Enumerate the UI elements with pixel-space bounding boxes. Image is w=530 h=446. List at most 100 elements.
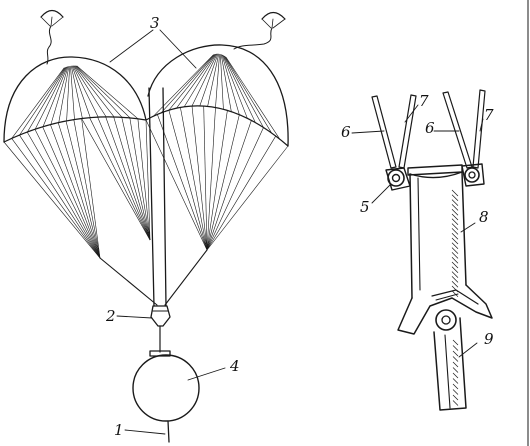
canopy-gore-seam: [34, 66, 67, 130]
hatch-mark: [451, 194, 459, 202]
callout-4: 4: [229, 357, 240, 375]
canopy-gore-seam: [70, 65, 83, 119]
hatch-mark: [452, 350, 459, 357]
callout-7-left: 7: [419, 92, 429, 110]
suspension-line: [97, 117, 151, 241]
hatch-mark: [452, 378, 459, 384]
suspension-line: [89, 117, 151, 241]
canopy-gore-seam: [74, 65, 115, 118]
hatch-mark: [451, 218, 459, 226]
connector-link: [150, 305, 171, 353]
suspension-lines-middle: [81, 116, 151, 241]
hatch-mark: [451, 189, 459, 197]
pilot-chute-right: [233, 11, 286, 50]
canopy-gore-seam: [73, 65, 107, 118]
suspension-line: [42, 126, 101, 259]
callout-9: 9: [484, 330, 494, 348]
canopy-gore-seam: [160, 54, 215, 114]
suspension-line: [145, 119, 151, 241]
canopy-gore-seam: [50, 66, 69, 125]
suspension-line: [73, 119, 101, 259]
canopy-left-gores: [11, 65, 139, 139]
eye-bolt-right: [461, 163, 485, 187]
hatch-mark: [451, 204, 459, 211]
canopy-gore-seam: [176, 53, 216, 109]
callout-5: 5: [360, 198, 370, 216]
canopy-gore-seam: [223, 55, 256, 123]
suspension-line: [206, 127, 264, 251]
hatch-mark: [452, 394, 459, 401]
hatch-mark: [451, 208, 459, 216]
hatch-mark: [451, 256, 459, 264]
canopy-gore-seam: [58, 66, 70, 123]
cylinder-body: [397, 171, 493, 335]
eye-bolt-left: [385, 167, 411, 191]
suspension-line: [206, 120, 252, 251]
suspension-line: [203, 106, 208, 251]
canopy-gore-seam: [19, 67, 66, 136]
suspension-line: [121, 117, 151, 241]
suspension-line: [157, 114, 208, 251]
suspension-line: [113, 116, 151, 241]
hatch-mark: [451, 232, 459, 240]
hatch-mark: [451, 242, 459, 250]
suspension-lines-right: [145, 105, 289, 251]
callout-3: 3: [150, 14, 160, 32]
hatch-mark: [452, 356, 459, 362]
hatch-mark: [452, 367, 459, 373]
hatch-mark: [452, 339, 459, 346]
suspension-line: [3, 141, 101, 259]
callout-6-right: 6: [425, 119, 435, 137]
strap-pair-right: [442, 89, 486, 169]
canopy-gore-seam: [168, 54, 216, 111]
suspension-line: [206, 135, 276, 251]
suspension-line: [206, 114, 240, 251]
canopy-right: [145, 44, 289, 147]
suspension-line: [206, 110, 228, 251]
hatch-mark: [451, 237, 459, 245]
suspension-line: [137, 118, 151, 241]
canopy-gore-seam: [207, 53, 220, 107]
hatch-mark: [452, 383, 459, 390]
hatch-mark: [451, 266, 459, 274]
hatch-mark: [452, 361, 459, 368]
suspension-line: [206, 145, 289, 251]
canopy-gore-seam: [76, 65, 139, 120]
suspension-line: [81, 118, 151, 241]
suspension-line: [19, 134, 101, 259]
hinge-pin: [435, 309, 457, 331]
canopy-gore-seam: [199, 53, 219, 106]
suspension-line: [81, 118, 101, 259]
hatch-mark: [451, 276, 459, 283]
canopy-gore-seam: [220, 54, 232, 112]
hatch-mark: [451, 290, 459, 298]
suspension-line: [191, 105, 208, 251]
hatch-mark: [451, 252, 459, 259]
suspension-line: [57, 122, 101, 259]
callout-8: 8: [479, 208, 489, 226]
callout-7-right: 7: [484, 106, 494, 124]
canopy-gore-seam: [72, 65, 99, 118]
suspension-line: [50, 124, 101, 259]
top-plate: [407, 164, 463, 176]
hatch-mark: [452, 372, 459, 379]
suspension-lines-left: [3, 118, 101, 259]
hatch-mark: [451, 228, 459, 235]
canopy-gore-seam: [75, 65, 131, 119]
pilot-chute-left: [40, 9, 64, 65]
suspension-line: [168, 110, 208, 251]
hatch-mark: [452, 400, 459, 406]
suspension-line: [11, 138, 101, 259]
canopy-gore-seam: [191, 53, 218, 107]
canopy-gore-seam: [74, 65, 123, 118]
riser-right: [164, 249, 208, 306]
canopy-gore-seam: [183, 53, 217, 107]
canopy-gore-seam: [66, 66, 70, 121]
hatch-mark: [451, 247, 459, 254]
riser-left: [99, 257, 158, 306]
suspension-line: [26, 131, 101, 259]
canopy-gore-seam: [222, 54, 248, 119]
parachute-assembly: 3 2 4 1: [3, 9, 289, 443]
hatch-mark: [451, 280, 459, 288]
